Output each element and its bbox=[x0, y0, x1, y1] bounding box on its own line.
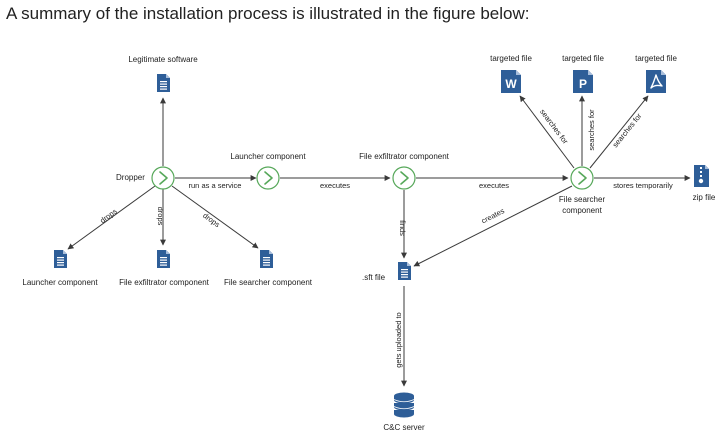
node-sft-file: .sft file bbox=[362, 262, 411, 282]
word-file-icon: W bbox=[501, 70, 521, 93]
label-executes-2: executes bbox=[479, 181, 509, 190]
label-search-2: searches for bbox=[587, 109, 596, 151]
document-icon bbox=[54, 250, 67, 268]
node-cc-label: C&C server bbox=[383, 423, 425, 432]
node-legit-software: Legitimate software bbox=[128, 55, 198, 92]
label-uploaded: gets uploaded to bbox=[394, 312, 403, 367]
edge-creates bbox=[413, 185, 573, 267]
node-target-word: targeted file W bbox=[490, 54, 532, 93]
chevron-right-icon bbox=[256, 166, 280, 190]
intro-text: A summary of the installation process is… bbox=[6, 4, 530, 23]
zip-file-icon bbox=[694, 165, 709, 187]
label-search-3: searches for bbox=[611, 111, 644, 149]
document-icon bbox=[157, 250, 170, 268]
edge-search-3 bbox=[589, 95, 649, 169]
node-target-ppt: targeted file P bbox=[562, 54, 604, 93]
edge-labels: drops drops drops run as a service execu… bbox=[98, 107, 673, 367]
node-launcher-label: Launcher component bbox=[230, 152, 306, 161]
node-target-pdf-label: targeted file bbox=[635, 54, 677, 63]
node-cc-server: C&C server bbox=[383, 392, 425, 432]
label-drops-2: drops bbox=[156, 207, 165, 226]
node-searcher-doc: File searcher component bbox=[224, 250, 313, 287]
node-searcher-label-2: component bbox=[562, 206, 602, 215]
node-searcher-label-1: File searcher bbox=[559, 195, 606, 204]
edges bbox=[67, 95, 691, 387]
document-icon bbox=[260, 250, 273, 268]
document-icon bbox=[398, 262, 411, 280]
svg-text:W: W bbox=[505, 77, 517, 91]
chevron-right-icon bbox=[570, 166, 594, 190]
label-creates: creates bbox=[480, 206, 506, 225]
node-target-ppt-label: targeted file bbox=[562, 54, 604, 63]
node-exfil-doc: File exfiltrator component bbox=[119, 250, 210, 287]
node-dropper: Dropper bbox=[116, 166, 175, 190]
node-target-pdf: targeted file bbox=[635, 54, 677, 93]
node-launcher-doc: Launcher component bbox=[22, 250, 98, 287]
node-zip-label: zip file bbox=[693, 193, 716, 202]
document-icon bbox=[157, 74, 170, 92]
node-searcher: File searcher component bbox=[559, 166, 606, 215]
chevron-right-icon bbox=[151, 166, 175, 190]
edge-search-1 bbox=[519, 95, 575, 169]
node-launcher: Launcher component bbox=[230, 152, 306, 190]
svg-text:P: P bbox=[579, 77, 587, 91]
edge-drops-launcher bbox=[67, 185, 156, 250]
powerpoint-file-icon: P bbox=[573, 70, 593, 93]
node-zip-file: zip file bbox=[693, 165, 716, 202]
node-launcher-doc-label: Launcher component bbox=[22, 278, 98, 287]
chevron-right-icon bbox=[392, 166, 416, 190]
pdf-file-icon bbox=[646, 70, 666, 93]
label-drops-1: drops bbox=[98, 207, 119, 225]
label-finds: finds bbox=[398, 220, 407, 236]
node-sft-label: .sft file bbox=[362, 273, 386, 282]
node-exfiltrator: File exfiltrator component bbox=[359, 152, 450, 190]
node-searcher-doc-label: File searcher component bbox=[224, 278, 313, 287]
label-stores: stores temporarily bbox=[613, 181, 673, 190]
node-legit-label: Legitimate software bbox=[128, 55, 198, 64]
label-run-service: run as a service bbox=[189, 181, 242, 190]
database-icon bbox=[393, 392, 415, 418]
node-dropper-label: Dropper bbox=[116, 173, 145, 182]
label-executes-1: executes bbox=[320, 181, 350, 190]
label-drops-3: drops bbox=[201, 211, 222, 229]
node-target-word-label: targeted file bbox=[490, 54, 532, 63]
edge-drops-searcher bbox=[171, 185, 259, 249]
node-exfil-doc-label: File exfiltrator component bbox=[119, 278, 210, 287]
node-exfiltrator-label: File exfiltrator component bbox=[359, 152, 450, 161]
